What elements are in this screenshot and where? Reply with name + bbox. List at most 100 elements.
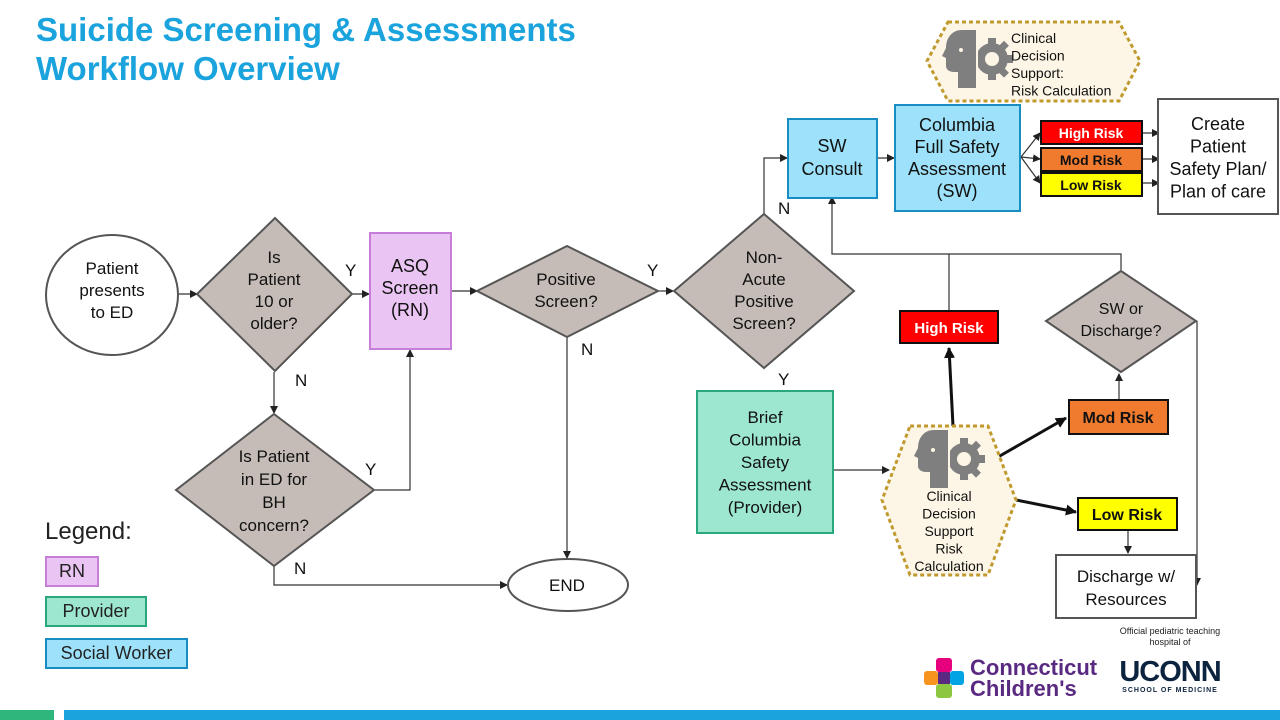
node-mod-mid-shape — [1068, 399, 1169, 435]
text-line: concern? — [239, 516, 309, 535]
node-end-text: END — [549, 576, 585, 595]
cc-line-1: Connecticut — [970, 655, 1098, 680]
text-line: Risk — [935, 541, 963, 557]
node-low-bottom-text: Low Risk — [1092, 507, 1162, 524]
node-high-top-text: High Risk — [1059, 125, 1124, 141]
text-line: Is — [267, 248, 280, 267]
text-line: (Provider) — [728, 498, 803, 517]
text-line: Support — [924, 523, 973, 539]
text-line: BH — [262, 493, 286, 512]
node-columbia-full-shape — [894, 104, 1021, 212]
text-line: Mod Risk — [1060, 152, 1122, 168]
text-line: Screen? — [534, 292, 597, 311]
head-gear-icon — [914, 430, 985, 488]
title-line-1: Suicide Screening & Assessments — [36, 11, 576, 48]
text-line: Clinical — [1011, 30, 1056, 46]
text-line: SW or — [1099, 301, 1144, 318]
edge-label-positive-no: N — [581, 340, 593, 359]
text-line: Discharge? — [1081, 323, 1162, 340]
uconn-logo: UCONN SCHOOL OF MEDICINE — [1114, 657, 1226, 694]
text-line: Create — [1191, 114, 1245, 134]
uconn-wordmark: UCONN — [1119, 656, 1221, 688]
node-sw-consult-shape — [787, 118, 878, 199]
text-line: Assessment — [908, 159, 1006, 179]
head-gear-icon — [942, 30, 1013, 88]
text-line: Mod Risk — [1082, 410, 1153, 427]
node-discharge-text: Discharge w/Resources — [1077, 567, 1176, 609]
connecticut-childrens-logo: Connecticut Children's — [922, 656, 1097, 700]
title-line-2: Workflow Overview — [36, 50, 340, 87]
text-line: Is Patient — [239, 447, 310, 466]
text-line: Clinical — [926, 488, 971, 504]
edge-cds-mod — [997, 416, 1067, 459]
edge-label-age-no: N — [295, 371, 307, 390]
cc-cross-icon — [924, 658, 964, 698]
text-line: Risk Calculation — [1011, 83, 1111, 99]
text-line: (RN) — [391, 300, 429, 320]
text-line: High Risk — [1059, 125, 1124, 141]
node-high-top-shape — [1040, 120, 1143, 145]
text-line: Consult — [801, 159, 862, 179]
edge-high-sw — [828, 196, 950, 310]
connectors — [179, 129, 1201, 589]
node-end-shape — [507, 558, 629, 612]
node-low-bottom-shape — [1077, 497, 1178, 531]
node-mod-top-shape — [1040, 147, 1143, 172]
node-cds-bottom-shape — [880, 424, 1018, 577]
cc-line-2: Children's — [970, 676, 1077, 701]
legend-item-rn: RN — [45, 556, 99, 587]
text-line: END — [549, 576, 585, 595]
node-cds-top-shape — [925, 20, 1142, 103]
node-age-shape — [195, 216, 354, 373]
text-line: ASQ — [391, 256, 429, 276]
text-line: Positive — [536, 270, 596, 289]
node-swdischarge-shape — [1044, 269, 1198, 374]
text-line: Low Risk — [1092, 507, 1162, 524]
text-line: Low Risk — [1060, 177, 1122, 193]
node-nonacute-shape — [672, 212, 856, 370]
text-line: Full Safety — [914, 137, 999, 157]
text-line: Decision — [1011, 48, 1065, 64]
text-line: Brief — [748, 408, 783, 427]
text-line: Patient — [86, 259, 139, 278]
edge-cds-high — [944, 347, 956, 427]
edge-label-bh-no: N — [294, 559, 306, 578]
edge-label-age-yes: Y — [345, 261, 356, 280]
node-asq-shape — [369, 232, 452, 350]
node-positive-shape — [474, 244, 661, 339]
edge-cds-low — [1015, 498, 1077, 516]
footer-bar-green — [0, 710, 54, 720]
edge-label-nonacute-no: N — [778, 199, 790, 218]
node-swdischarge-text: SW or Discharge? — [1081, 301, 1162, 340]
text-line: Columbia — [729, 431, 801, 450]
text-line: Safety — [741, 453, 790, 472]
node-low-top-shape — [1040, 172, 1143, 197]
text-line: Screen? — [732, 314, 795, 333]
text-line: Columbia — [919, 115, 996, 135]
node-bh-shape — [174, 412, 376, 568]
edge-columbia-mod — [1020, 154, 1041, 163]
edge-nonacute-sw — [763, 154, 788, 214]
text-line: Acute — [742, 270, 785, 289]
edge-bh-end — [273, 566, 508, 589]
text-line: older? — [250, 314, 297, 333]
text-line: Positive — [734, 292, 794, 311]
node-high-mid-shape — [899, 310, 999, 344]
text-line: 10 or — [255, 292, 294, 311]
text-line: High Risk — [914, 320, 984, 337]
edge-label-nonacute-yes: Y — [778, 370, 789, 389]
text-line: presents — [79, 281, 144, 300]
edge-swdischarge-sw — [949, 253, 1122, 270]
legend-item-provider: Provider — [45, 596, 147, 627]
text-line: Non- — [746, 248, 783, 267]
node-discharge-shape — [1055, 554, 1197, 619]
text-line: (SW) — [937, 181, 978, 201]
uconn-subtitle: SCHOOL OF MEDICINE — [1122, 687, 1218, 694]
